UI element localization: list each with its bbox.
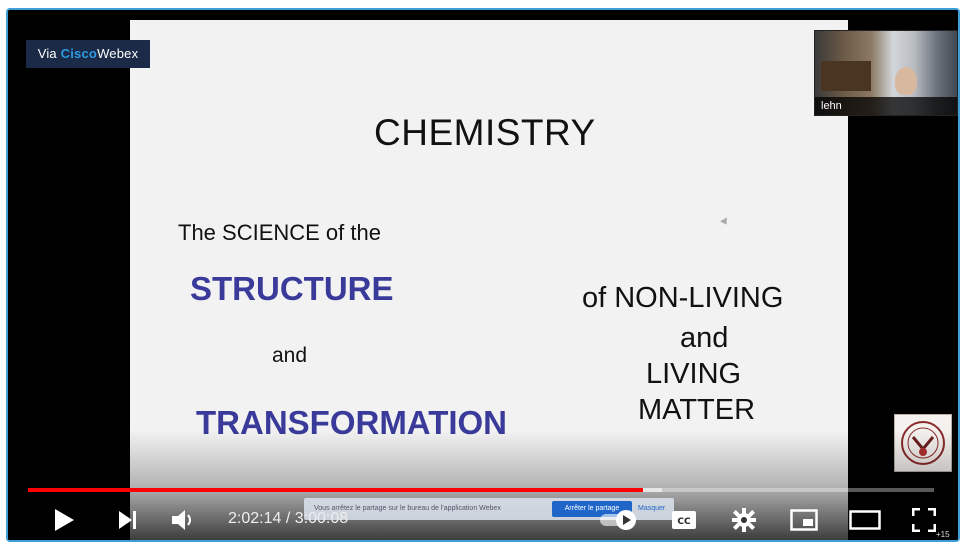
play-icon [55,509,74,531]
svg-text:CC: CC [677,517,691,527]
current-time: 2:02:14 [228,510,282,527]
autoplay-toggle[interactable] [596,504,644,536]
miniplayer-button[interactable] [788,504,820,536]
video-player[interactable]: CHEMISTRY The SCIENCE of the STRUCTURE a… [8,10,958,540]
time-display: 2:02:14 / 3:00:08 [228,510,348,528]
webex-share-banner: Vous arrêtez le partage sur le bureau de… [304,498,674,520]
slide-right-line-2: and [680,322,729,354]
settings-button[interactable] [728,504,760,536]
autoplay-toggle-icon [600,510,636,530]
speed-label: +15 [936,530,950,539]
slide-right-line-1: of NON-LIVING [582,282,784,314]
participant-name: lehn [815,97,957,115]
theater-icon [849,510,881,530]
progress-played [28,488,643,492]
camera-person [895,67,917,95]
slide-structure: STRUCTURE [190,270,394,307]
brand-cisco: Cisco [60,46,98,61]
miniplayer-icon [790,509,818,531]
captions-button[interactable]: CC [668,504,700,536]
stop-sharing-button[interactable]: Arrêter le partage [552,501,632,517]
volume-icon [172,510,191,530]
volume-button[interactable] [168,504,200,536]
play-button[interactable] [48,504,80,536]
slide-science-line: The SCIENCE of the [178,220,381,245]
slide-right-line-3: LIVING [646,358,742,390]
pointer-cursor-icon [720,217,730,227]
duration: 3:00:08 [294,510,349,527]
participant-camera: lehn [814,30,958,116]
video-frame: CHEMISTRY The SCIENCE of the STRUCTURE a… [6,8,960,542]
captions-icon: CC [672,511,696,529]
progress-bar[interactable] [28,488,934,492]
next-icon [119,511,136,529]
gear-icon [732,508,756,532]
slide-and-left: and [272,344,308,367]
fullscreen-icon [912,508,936,532]
fullscreen-button[interactable] [908,504,940,536]
webex-brand-badge: Via CiscoWebex [26,40,150,68]
slide-right-line-4: MATTER [638,394,756,426]
camera-bookshelf [821,61,871,91]
brand-webex: Webex [97,46,139,61]
theater-button[interactable] [848,504,882,536]
time-separator: / [281,510,295,527]
next-button[interactable] [112,504,144,536]
controls-gradient [8,430,958,540]
slide-title: CHEMISTRY [374,112,596,153]
brand-prefix: Via [37,46,61,61]
hide-share-button[interactable]: Masquer [638,505,666,512]
share-banner-message: Vous arrêtez le partage sur le bureau de… [314,505,501,512]
